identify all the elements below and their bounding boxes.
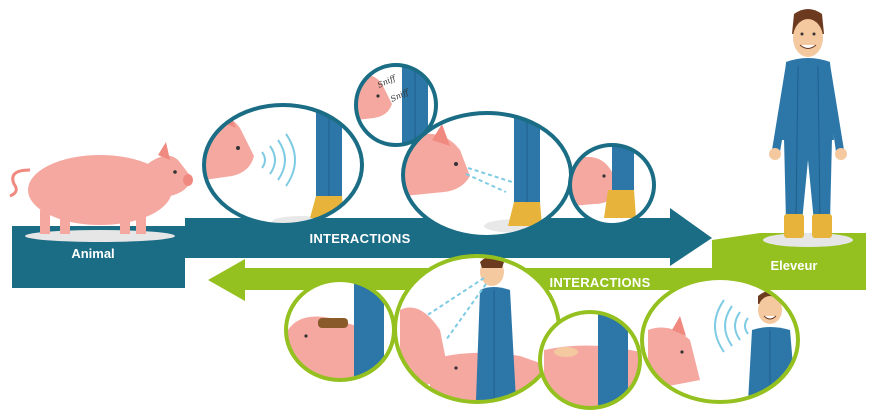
bubble-brush (286, 280, 394, 390)
label-interactions-top: INTERACTIONS (280, 231, 440, 246)
label-animal: Animal (18, 246, 168, 261)
label-interactions-bottom: INTERACTIONS (520, 275, 680, 290)
bubble-voice (642, 278, 798, 402)
bubble-sight (403, 110, 571, 237)
bubble-touch (570, 140, 654, 225)
bubble-hand (540, 310, 640, 410)
label-eleveur: Eleveur (724, 258, 864, 273)
bubble-sound (204, 100, 362, 228)
farmer-illustration (763, 9, 853, 247)
